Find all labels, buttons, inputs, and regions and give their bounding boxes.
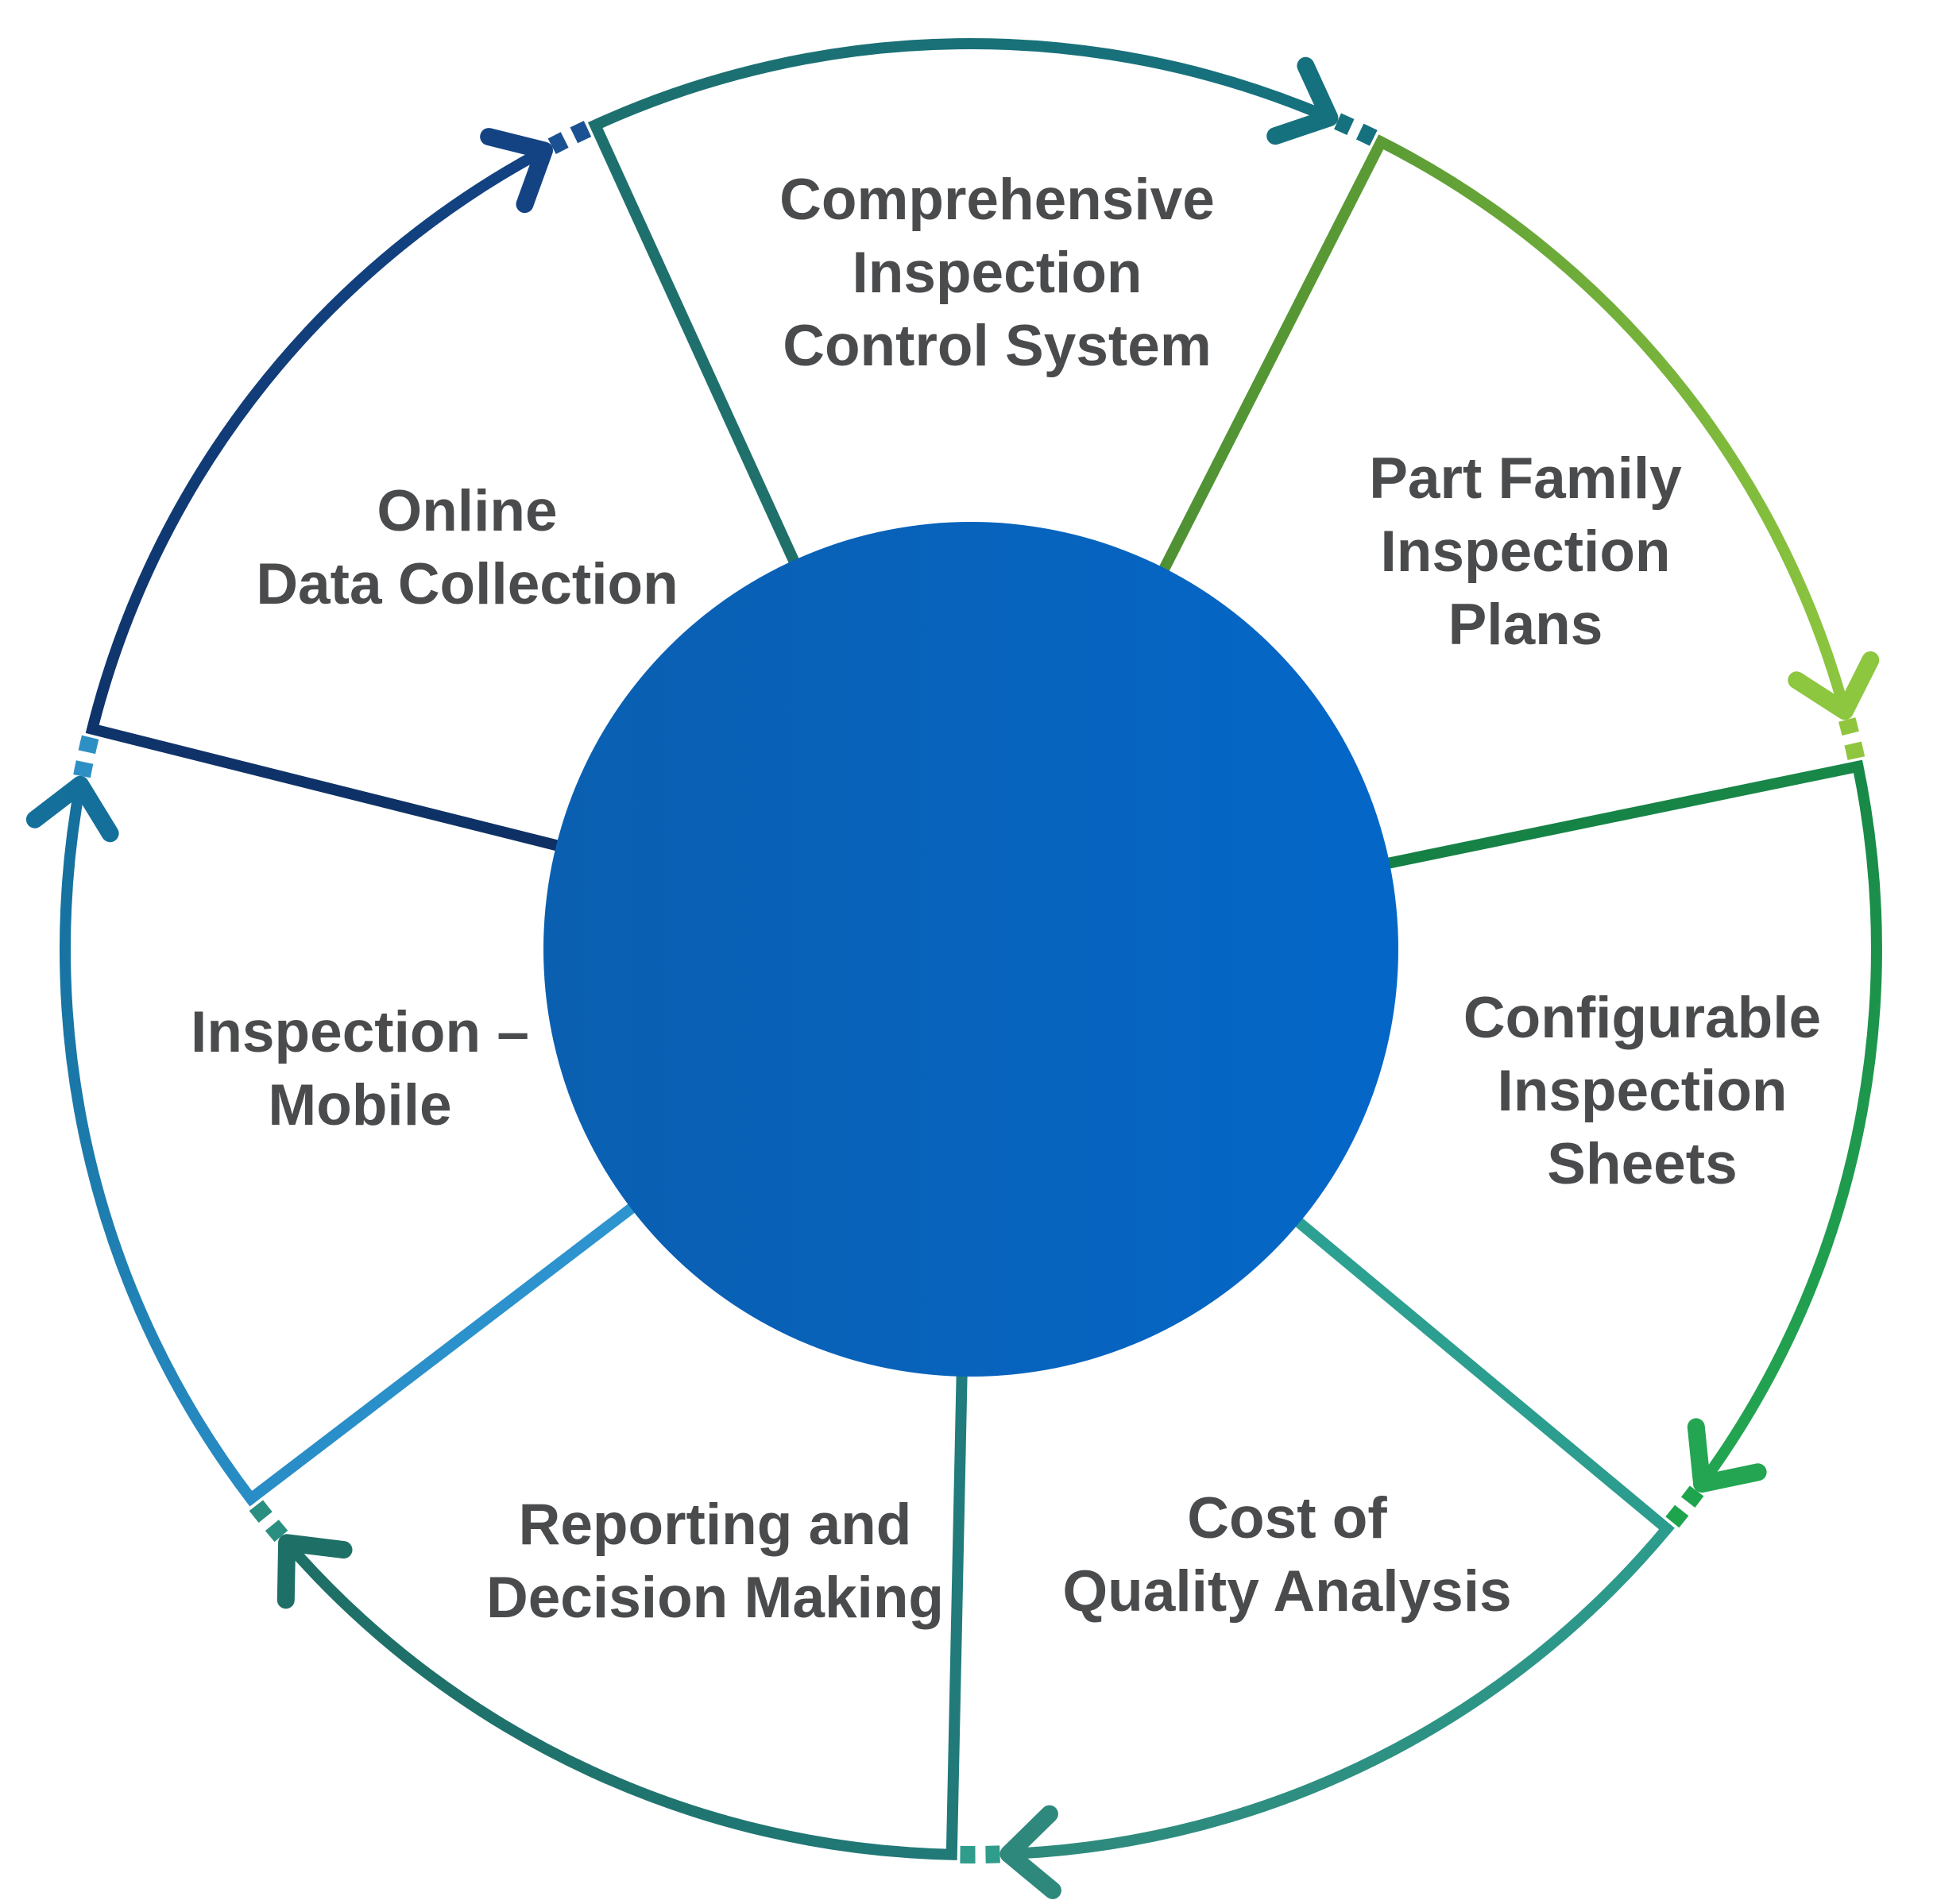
segment-arrowhead-online-data-collection (480, 128, 553, 214)
segment-arrowhead-part-family-inspection-plans (1788, 651, 1880, 720)
segment-arc-online-data-collection (85, 149, 583, 857)
segment-dashes-inspection-mobile (73, 734, 99, 778)
segment-dashes-online-data-collection (547, 120, 592, 155)
segment-dashes-configurable-inspection-sheets (1664, 1485, 1704, 1528)
segment-arc-configurable-inspection-sheets (1363, 759, 1882, 1481)
segment-dashes-comprehensive-inspection-control-system (1334, 113, 1378, 146)
sector-label-part-family-inspection-plans: Part Family Inspection Plans (1369, 446, 1682, 657)
sector-label-configurable-inspection-sheets: Configurable Inspection Sheets (1463, 986, 1822, 1196)
center-circle (543, 522, 1398, 1377)
sector-label-cost-of-quality-analysis: Cost of Quality Analysis (1062, 1486, 1512, 1624)
segment-arc-comprehensive-inspection-control-system (587, 38, 1325, 587)
segment-arrowhead-reporting-and-decision-making (276, 1534, 353, 1609)
segment-arrowhead-inspection-mobile (25, 775, 119, 843)
sector-label-reporting-and-decision-making: Reporting and Decision Making (485, 1493, 945, 1630)
segment-arc-cost-of-quality-analysis (1016, 1201, 1675, 1860)
segment-dashes-cost-of-quality-analysis (959, 1845, 1000, 1863)
segment-arc-reporting-and-decision-making (288, 1350, 968, 1860)
segment-arrowhead-comprehensive-inspection-control-system (1266, 56, 1339, 145)
sector-label-inspection-mobile: Inspection – Mobile (191, 1000, 529, 1137)
segment-arrowhead-configurable-inspection-sheets (1687, 1418, 1767, 1493)
segment-arc-inspection-mobile (59, 791, 655, 1507)
segment-arrowhead-cost-of-quality-analysis (999, 1805, 1061, 1899)
sector-label-comprehensive-inspection-control-system: Comprehensive Inspection Control System (779, 168, 1215, 378)
sector-label-online-data-collection: Online Data Collection (256, 479, 679, 616)
segment-dashes-reporting-and-decision-making (249, 1499, 288, 1543)
segment-arc-part-family-inspection-plans (1147, 134, 1848, 705)
segment-dashes-part-family-inspection-plans (1838, 717, 1865, 761)
